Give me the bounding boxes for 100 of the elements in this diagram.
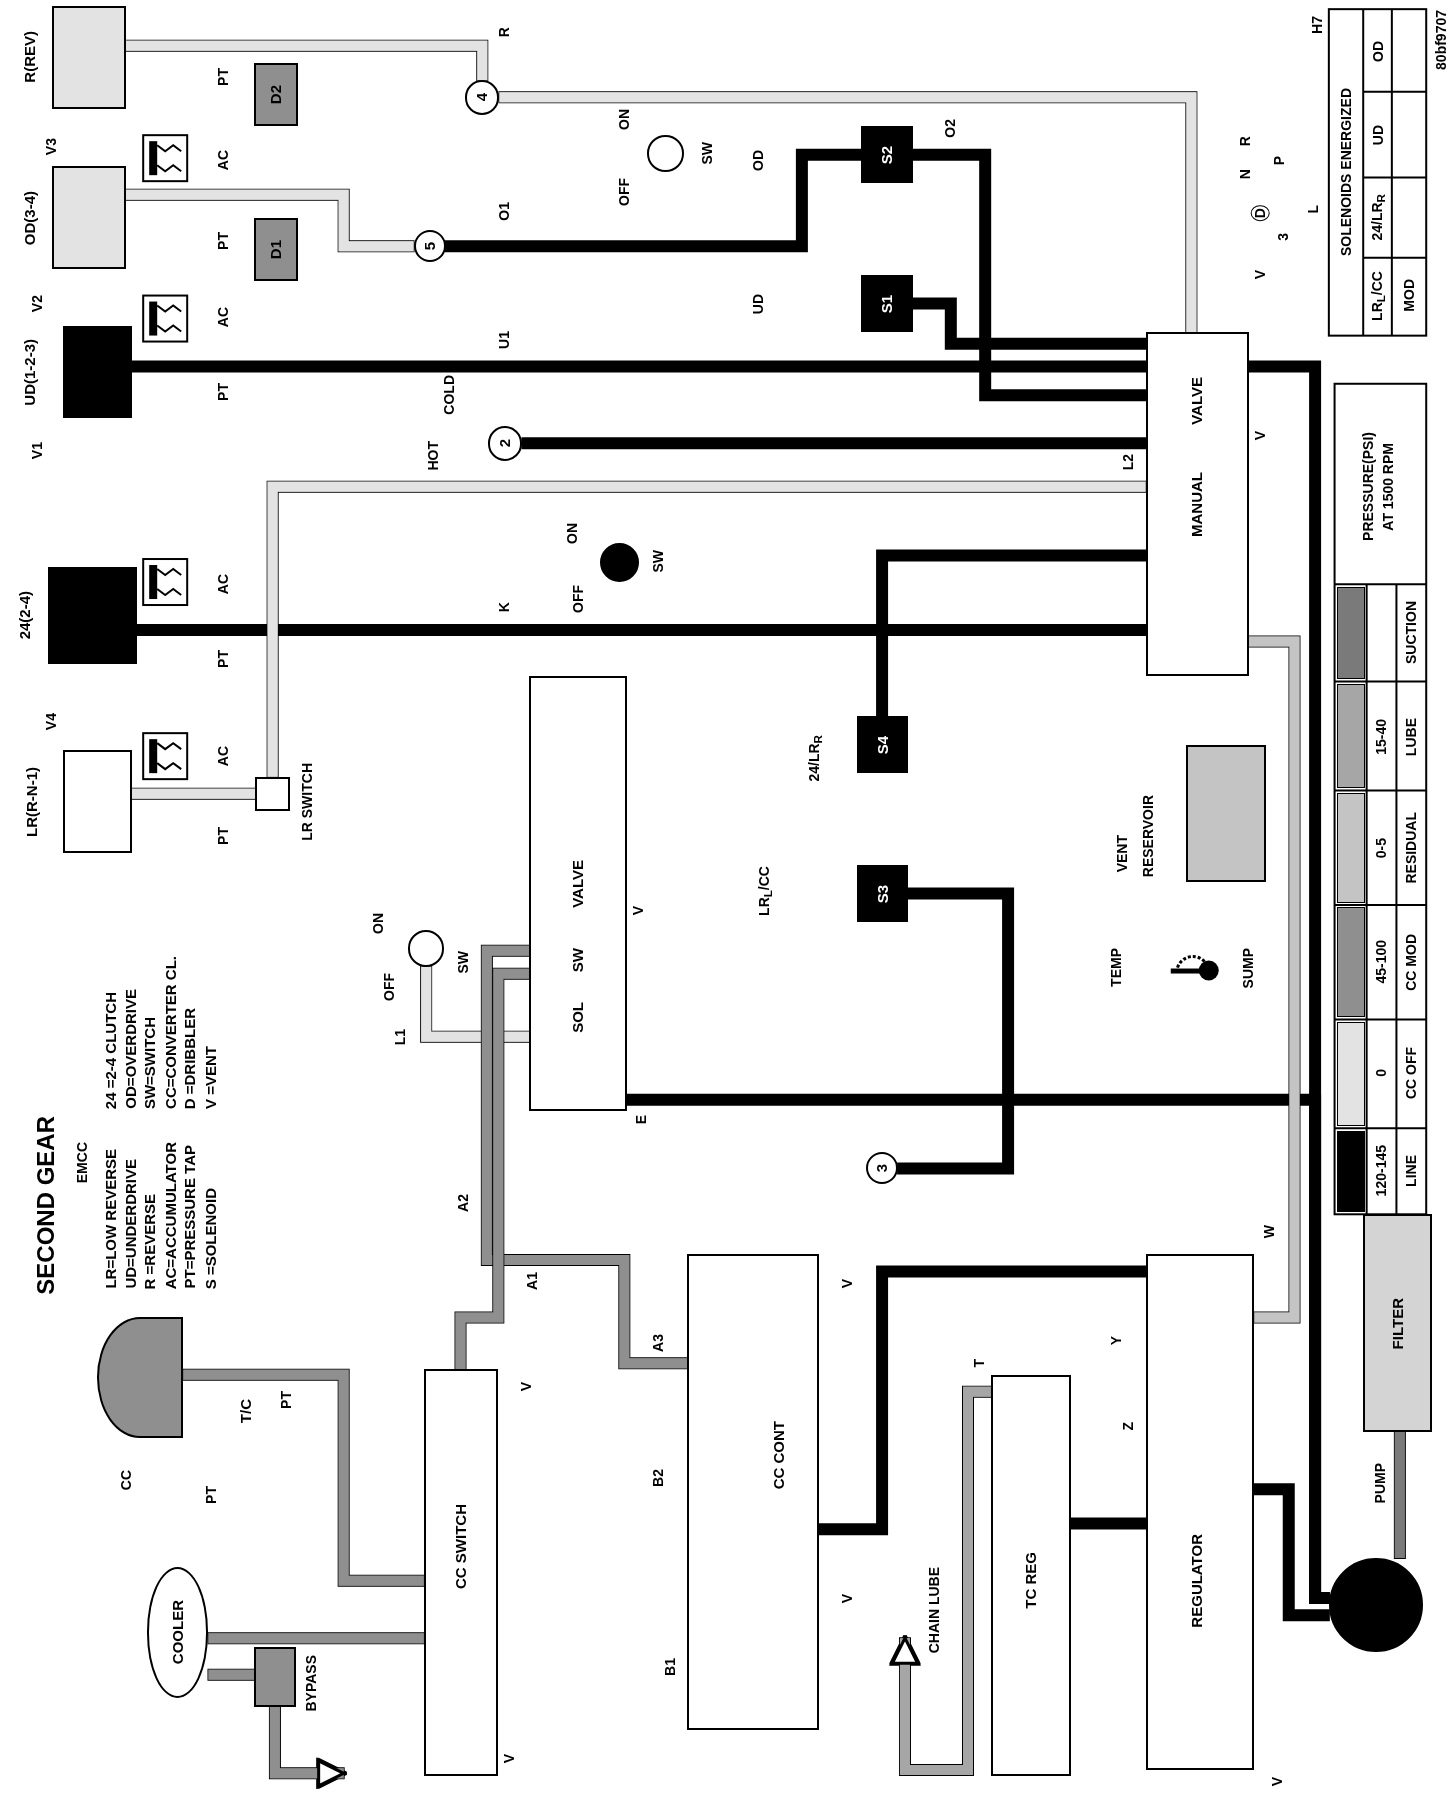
port-label: V [519, 1381, 535, 1391]
component-label: OFF [571, 585, 586, 614]
port-label: PT [278, 1390, 294, 1409]
port-label: U1 [496, 331, 512, 350]
component-label: FILTER [1389, 1297, 1406, 1349]
component-label: SOL [570, 1001, 587, 1033]
key-entry: S =SOLENOID [202, 1187, 219, 1289]
port-label: R [496, 27, 512, 38]
port-label: V [840, 1593, 855, 1603]
port-label: T [971, 1358, 987, 1368]
component-label: 5 [421, 242, 438, 251]
component-label: LR(R-N-1) [24, 766, 40, 837]
legend-label: LUBE [1403, 717, 1419, 756]
fluid-line [898, 888, 1014, 1174]
component-label: OD(3-4) [21, 190, 38, 245]
port-label: O1 [496, 202, 512, 222]
port-label: B1 [662, 1657, 678, 1676]
component-label: BYPASS [304, 1655, 319, 1712]
fluid-line [208, 1633, 424, 1644]
component-label: 2 [497, 439, 513, 448]
pressure-value: 45-100 [1374, 940, 1389, 984]
fluid-line [208, 1669, 255, 1680]
component-label: SW [651, 549, 666, 573]
key-entry: SW=SWITCH [142, 1016, 158, 1109]
fluid-line [126, 189, 414, 252]
component-label: S4 [874, 735, 891, 754]
port-label: E [634, 1114, 649, 1125]
port-label: PT [215, 231, 231, 250]
fluid-line [1071, 1518, 1146, 1529]
port-label: V [502, 1753, 517, 1764]
fluid-line [913, 149, 1146, 401]
port-label: HOT [425, 440, 441, 471]
key-entry: LR=LOW REVERSE [103, 1148, 119, 1289]
key-entry: AC=ACCUMULATOR [162, 1141, 179, 1290]
legend-label: LINE [1403, 1154, 1419, 1187]
port-label: PT [215, 67, 231, 86]
key-entry: V =VENT [202, 1045, 219, 1109]
port-label: K [496, 602, 512, 613]
port-label: A3 [651, 1333, 666, 1352]
port-label: V2 [30, 295, 45, 313]
port-label: Y [1109, 1335, 1125, 1346]
fluid-line [626, 1094, 1329, 1604]
port-label: V1 [30, 441, 45, 459]
component-label: 24(2-4) [17, 591, 33, 640]
port-label: AC [215, 746, 231, 767]
port-label: V4 [44, 713, 59, 731]
fluid-line [183, 1369, 424, 1586]
pressure-value: 0 [1374, 1069, 1389, 1078]
fluid-line [499, 92, 1197, 333]
port-label: COLD [441, 375, 457, 415]
subtitle: EMCC [74, 1142, 90, 1184]
port-label: CC [118, 1470, 134, 1491]
port-label: V [630, 906, 646, 916]
key-entry: PT=PRESSURE TAP [182, 1144, 198, 1289]
fluid-line [445, 149, 862, 252]
fluid-line [877, 550, 1146, 716]
legend-label: CC MOD [1403, 933, 1419, 991]
port-label: Z [1120, 1421, 1136, 1431]
port-label: PUMP [1372, 1463, 1388, 1504]
diagram-title: SECOND GEAR [33, 1115, 59, 1295]
component-label: 4 [474, 93, 490, 102]
fluid-line [819, 1266, 1146, 1535]
port-label: AC [215, 307, 231, 328]
legend-label: RESIDUAL [1403, 811, 1419, 884]
component-label: ON [565, 523, 580, 545]
component-label: 3 [874, 1164, 890, 1173]
port-label: SUMP [1241, 948, 1256, 989]
edge-label: CHAIN LUBE [927, 1566, 942, 1653]
page-code: H7 [1309, 16, 1325, 35]
pressure-value: 0-5 [1374, 837, 1389, 858]
figure-id: 80bf9707 [1433, 10, 1449, 71]
table-heading: SOLENOIDS ENERGIZED [1338, 87, 1354, 256]
port-label: V [1252, 270, 1268, 280]
port-label: A2 [456, 1193, 472, 1212]
port-label: AC [215, 574, 231, 595]
gear-position: 3 [1275, 233, 1291, 241]
component-label: VALVE [570, 860, 587, 909]
fluid-line [522, 438, 1146, 449]
fluid-line [269, 1706, 346, 1788]
component-label: D1 [268, 239, 284, 259]
port-label: B2 [651, 1468, 666, 1487]
component-label: LR SWITCH [299, 762, 315, 841]
port-label: PT [215, 827, 231, 846]
solenoid-name: UD [1370, 125, 1386, 146]
gear-position: L [1306, 205, 1322, 214]
fluid-line [137, 625, 1146, 636]
component-label: VENT [1115, 834, 1130, 873]
component-label: ON [370, 912, 386, 934]
legend-label: CC OFF [1403, 1047, 1419, 1100]
fluid-line [267, 481, 1146, 777]
key-entry: OD=OVERDRIVE [122, 988, 139, 1109]
key-entry: UD=UNDERDRIVE [122, 1158, 139, 1289]
port-label: V [840, 1278, 855, 1288]
component-label: D2 [268, 85, 284, 105]
port-label: W [1261, 1224, 1277, 1239]
component-label: R(REV) [21, 31, 38, 83]
port-label: OD [750, 149, 766, 171]
component-label: OFF [382, 973, 397, 1002]
key-entry: 24 =2-4 CLUTCH [103, 991, 119, 1109]
component-label: CC SWITCH [452, 1504, 469, 1589]
